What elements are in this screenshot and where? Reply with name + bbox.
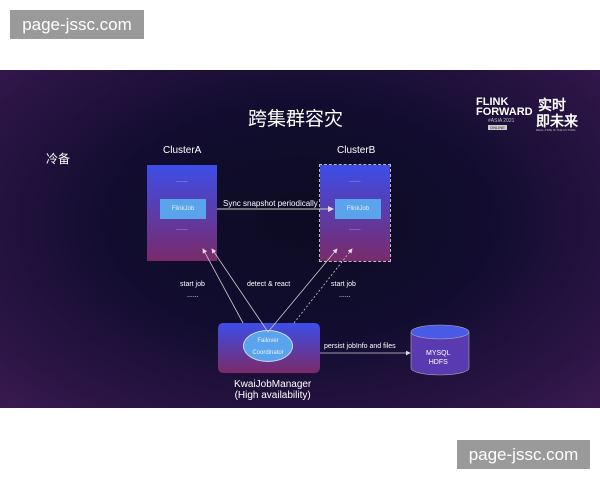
watermark-top: page-jssc.com (10, 10, 144, 39)
start-job-left: start job (180, 281, 205, 288)
flinkjob-b: FlinkJob (335, 199, 381, 219)
flinkjob-a: FlinkJob (160, 199, 206, 219)
logo-text: FLINK (476, 96, 509, 108)
cluster-a: ...... FlinkJob ...... (147, 165, 217, 261)
slide-subtitle: 冷备 (46, 152, 71, 166)
dots: ...... (349, 177, 361, 184)
logo-text: 即未来 (536, 113, 578, 129)
detect-arrow-a (211, 248, 269, 333)
connectors (202, 206, 470, 376)
slide-title: 跨集群容灾 (248, 109, 344, 130)
cluster-b: ...... FlinkJob ...... (319, 164, 391, 262)
logo-text: 实时 (538, 97, 566, 113)
coordinator-text: Coordinator (252, 350, 284, 356)
failover-coordinator: Failover Coordinator (243, 330, 293, 362)
dots: ...... (176, 225, 188, 232)
cluster-a-label: ClusterA (163, 145, 202, 156)
manager-label-line: (High availability) (234, 390, 311, 401)
slide: 跨集群容灾 冷备 FLINK FORWARD #ASIA 2021 ONLINE… (0, 70, 600, 408)
detect-label: detect & react (247, 281, 291, 288)
watermark-bottom: page-jssc.com (457, 440, 590, 469)
manager-label-line: KwaiJobManager (234, 379, 312, 390)
start-job-right: start job (331, 281, 356, 288)
sync-label: Sync snapshot periodically (223, 199, 318, 208)
detect-arrow-b (267, 248, 338, 333)
storage-text: MYSQL (426, 350, 451, 357)
storage-text: HDFS (428, 359, 448, 366)
dots: ...... (339, 292, 351, 299)
dots: ...... (187, 292, 199, 299)
coordinator-text: Failover (257, 338, 279, 344)
dots: ...... (176, 177, 188, 184)
storage-cylinder (410, 324, 470, 376)
logo-text: REAL-TIME IS THE FUTURE (536, 128, 576, 132)
storage-label: MYSQL HDFS (426, 349, 451, 367)
flink-forward-logo: FLINK FORWARD #ASIA 2021 ONLINE 实时 即未来 R… (476, 96, 594, 136)
logo-badge: ONLINE (488, 125, 507, 130)
logo-text: FORWARD (476, 106, 533, 118)
logo-text: #ASIA 2021 (488, 118, 515, 124)
start-job-arrow (202, 248, 244, 324)
dots: ...... (349, 225, 361, 232)
manager-label: KwaiJobManager (High availability) (234, 379, 311, 401)
persist-label: persist jobInfo and files (324, 343, 396, 350)
cluster-b-label: ClusterB (337, 145, 376, 156)
